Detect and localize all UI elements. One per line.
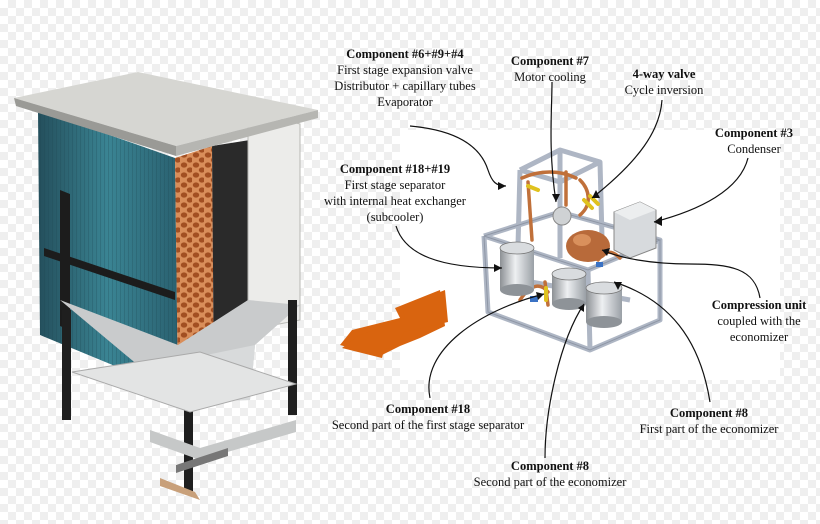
tank-left	[499, 241, 535, 296]
leader-c8b	[544, 303, 585, 459]
callout-title: Component #7	[510, 54, 590, 68]
callout-line: Cycle inversion	[624, 83, 704, 97]
callout-title: Component #8	[510, 459, 590, 473]
motor-cooling-part	[552, 206, 572, 226]
leader-c7	[550, 81, 557, 203]
leader-cu	[601, 249, 761, 299]
callout-line: coupled with the	[717, 314, 801, 328]
callout-component-18-19: Component #18+#19 First stage separator …	[310, 161, 480, 225]
leader-valve	[591, 99, 663, 199]
leg-front-right	[184, 380, 193, 492]
callout-component-3: Component #3 Condenser	[694, 125, 814, 157]
leader-c18-19	[395, 225, 503, 269]
callout-line: economizer	[729, 330, 789, 344]
callout-component-6-9-4: Component #6+#9+#4 First stage expansion…	[310, 46, 500, 110]
side-panel	[248, 110, 300, 330]
roof	[14, 72, 318, 146]
callout-line: Motor cooling	[514, 70, 586, 84]
callout-compression-unit: Compression unit coupled with the econom…	[700, 297, 818, 345]
leader-lines	[395, 81, 761, 459]
leader-c3	[653, 157, 749, 223]
callout-line: Evaporator	[377, 95, 433, 109]
component-schematic	[481, 147, 663, 353]
leader-c18	[428, 293, 545, 399]
callout-title: Component #18+#19	[339, 162, 451, 176]
callout-line: Distributor + capillary tubes	[334, 79, 476, 93]
callout-line: Condenser	[727, 142, 781, 156]
callout-component-18: Component #18 Second part of the first s…	[318, 401, 538, 433]
callout-line: Second part of the first stage separator	[331, 418, 525, 432]
leg-back-right	[288, 300, 297, 415]
callout-component-7: Component #7 Motor cooling	[490, 53, 610, 85]
tank-right	[585, 281, 623, 328]
compressor	[566, 230, 610, 262]
leader-c6	[409, 125, 507, 187]
callout-line: with internal heat exchanger	[324, 194, 466, 208]
callout-line: First stage separator	[344, 178, 446, 192]
callout-title: Component #3	[714, 126, 794, 140]
callout-line: First part of the economizer	[639, 422, 779, 436]
callout-title: Component #6+#9+#4	[346, 47, 464, 61]
callout-line: (subcooler)	[366, 210, 424, 224]
tank-middle	[551, 267, 587, 310]
callout-title: 4-way valve	[632, 67, 696, 81]
leg-front-left	[62, 310, 71, 420]
heat-pump-unit	[14, 72, 318, 500]
callout-4-way-valve: 4-way valve Cycle inversion	[604, 66, 724, 98]
base-tray	[71, 351, 298, 413]
callout-component-8-second: Component #8 Second part of the economiz…	[455, 458, 645, 490]
callout-component-8-first: Component #8 First part of the economize…	[624, 405, 794, 437]
leader-c8a	[613, 281, 711, 403]
callout-title: Component #18	[385, 402, 471, 416]
callout-line: Second part of the economizer	[473, 475, 627, 489]
callout-title: Component #8	[669, 406, 749, 420]
callout-title: Compression unit	[711, 298, 807, 312]
callout-line: First stage expansion valve	[337, 63, 473, 77]
